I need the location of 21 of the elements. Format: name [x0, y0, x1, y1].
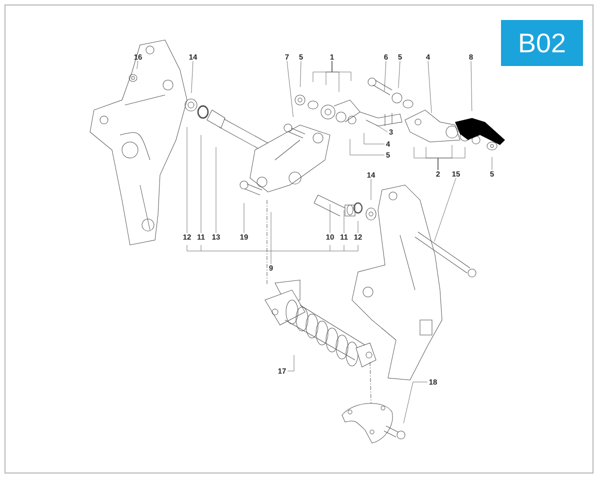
leader-line [438, 146, 466, 170]
leader-line [376, 124, 388, 132]
leader-line [428, 60, 432, 114]
leader-line [370, 178, 372, 200]
leader-line [136, 60, 138, 70]
leader-line [384, 60, 386, 92]
leader-line [270, 212, 272, 264]
section-badge: B02 [501, 20, 583, 66]
leader-line [186, 126, 188, 234]
leader-line [434, 178, 456, 242]
leader-line [470, 60, 472, 112]
leader-line [191, 60, 194, 94]
leader-line [332, 60, 352, 82]
leader-line [300, 60, 302, 88]
leader-line [364, 132, 385, 144]
leader-line [350, 138, 385, 156]
leader-line [286, 60, 294, 118]
leader-line [287, 354, 294, 372]
leader-line [398, 60, 400, 88]
leader-line [403, 382, 428, 424]
leader-line [200, 134, 202, 234]
